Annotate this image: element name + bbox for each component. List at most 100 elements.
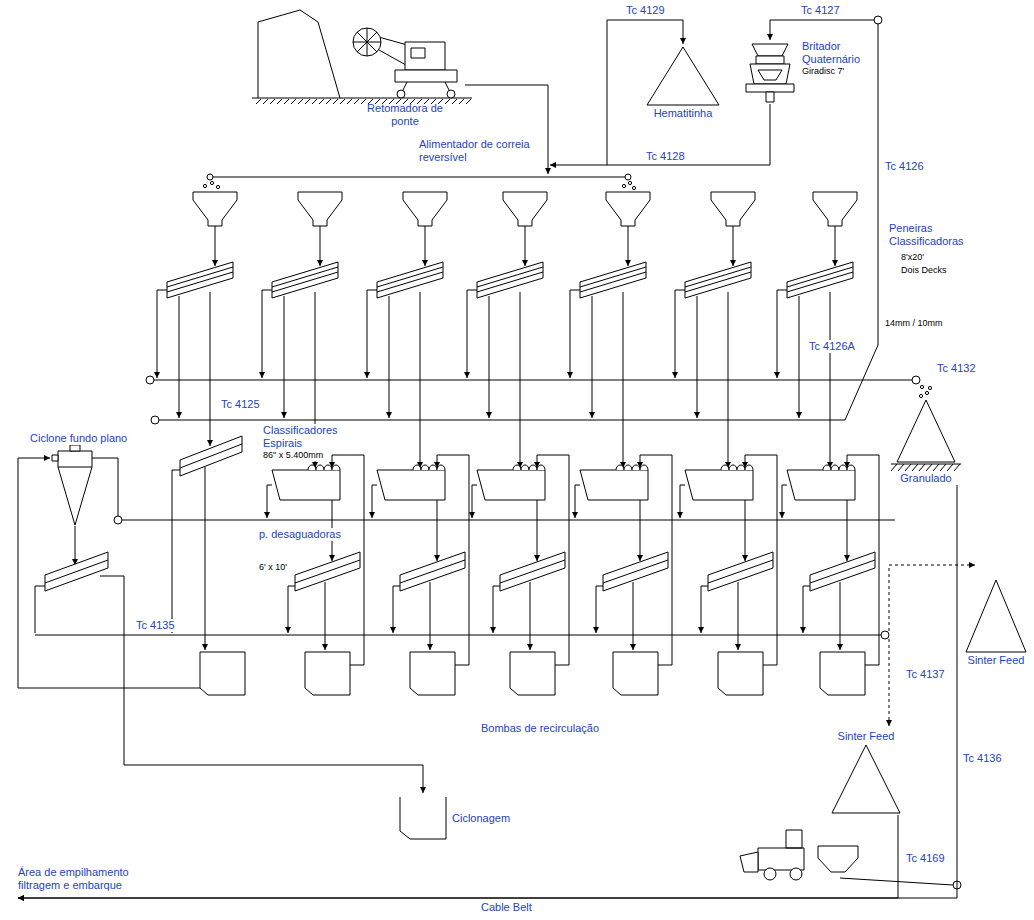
spiral-coil bbox=[737, 465, 745, 470]
arrow-head bbox=[630, 644, 636, 650]
ground-hatch bbox=[354, 99, 359, 104]
ground-hatch bbox=[459, 99, 464, 104]
node-text-group: Sinter Feed bbox=[838, 730, 895, 743]
spiral-coil bbox=[437, 465, 445, 470]
arrow-head bbox=[259, 372, 265, 378]
flow-line bbox=[272, 267, 338, 287]
conveyor-connector bbox=[18, 485, 957, 901]
flow-line bbox=[675, 290, 685, 378]
tank-shape-holder bbox=[398, 795, 448, 841]
flow-line bbox=[325, 582, 326, 650]
destination-area: Área de empilhamento filtragem e embarqu… bbox=[18, 866, 140, 902]
ground-hatch bbox=[347, 99, 352, 104]
arrow-head bbox=[281, 412, 287, 418]
flow-line bbox=[284, 296, 285, 418]
stockpile-wall bbox=[258, 10, 340, 98]
flow-line bbox=[210, 177, 628, 178]
equipment-note: 86" x 5.400mm bbox=[262, 450, 324, 461]
cyclone: Ciclone fundo plano bbox=[30, 432, 180, 531]
flow-line bbox=[787, 272, 853, 292]
flow-line bbox=[889, 639, 890, 726]
spiral-classifier bbox=[377, 470, 445, 500]
arrow-head bbox=[832, 260, 838, 266]
spiral-coil bbox=[632, 465, 640, 470]
classifying-screen bbox=[580, 262, 646, 298]
flow-line bbox=[623, 292, 624, 468]
flow-line bbox=[520, 292, 521, 468]
flow-line bbox=[35, 635, 881, 636]
flow-line bbox=[697, 296, 698, 418]
flow-line bbox=[685, 267, 751, 287]
equipment-label: Ciclone fundo plano bbox=[30, 432, 127, 445]
conveyor-tag: Tc 4137 bbox=[905, 668, 946, 681]
ore-particle bbox=[203, 184, 206, 187]
flow-line bbox=[179, 296, 180, 418]
arrow-head bbox=[672, 372, 678, 378]
flow-line bbox=[167, 267, 233, 287]
ground-hatch bbox=[319, 99, 324, 104]
spiral-coil bbox=[529, 465, 537, 470]
stockpile-shape-holder bbox=[828, 743, 904, 815]
arrow-head bbox=[774, 372, 780, 378]
flow-line bbox=[367, 290, 377, 378]
flow-line bbox=[799, 296, 800, 418]
flow-line bbox=[530, 582, 531, 650]
flow-line bbox=[377, 267, 443, 287]
dewatering-screen bbox=[180, 436, 242, 476]
flow-line bbox=[708, 560, 773, 583]
arrow-head bbox=[796, 412, 802, 418]
spiral-coil bbox=[640, 465, 648, 470]
spiral-coil bbox=[729, 465, 737, 470]
hopper bbox=[711, 192, 755, 226]
pump-tank bbox=[820, 652, 865, 695]
flow-line bbox=[430, 582, 431, 650]
arrow-head bbox=[844, 555, 850, 561]
equipment-label: Sinter Feed bbox=[838, 730, 895, 743]
equipment-label: Ciclonagem bbox=[452, 812, 510, 825]
node-text-group: Retomadora de ponte bbox=[365, 102, 445, 128]
ore-particle bbox=[622, 184, 625, 187]
spiral-coil bbox=[332, 465, 340, 470]
arrow-head bbox=[837, 644, 843, 650]
arrow-head bbox=[18, 895, 24, 901]
flow-line bbox=[570, 290, 580, 378]
node-text-group: Granulado bbox=[900, 472, 951, 485]
hopper bbox=[503, 192, 547, 226]
arrow-head bbox=[742, 555, 748, 561]
equipment-note: Alimentador de correia reversível bbox=[418, 138, 540, 164]
flow-line bbox=[437, 500, 438, 561]
arrow-head bbox=[800, 627, 806, 633]
flow-line bbox=[393, 586, 400, 633]
equipment-label: Granulado bbox=[900, 472, 951, 485]
stockpile-shape-holder bbox=[891, 398, 961, 472]
stockpile: Granulado bbox=[891, 398, 961, 485]
spiral-coil bbox=[316, 465, 324, 470]
arrow-head bbox=[486, 412, 492, 418]
ground-hatch bbox=[305, 99, 310, 104]
flow-line bbox=[400, 560, 465, 583]
spiral-classifier bbox=[685, 470, 753, 500]
arrow-head bbox=[735, 644, 741, 650]
arrow-head bbox=[680, 38, 686, 44]
classifying-screen bbox=[685, 262, 751, 298]
stockpile: Sinter Feed bbox=[962, 578, 1030, 667]
conveyor-line bbox=[18, 815, 898, 898]
cyclone-shape-holder bbox=[30, 445, 180, 531]
junction bbox=[207, 174, 213, 180]
flow-line bbox=[477, 272, 543, 292]
hopper bbox=[403, 192, 447, 226]
ground-hatch bbox=[256, 99, 261, 104]
arrow-head bbox=[527, 644, 533, 650]
dewatering-screen bbox=[400, 552, 465, 591]
hopper bbox=[298, 192, 342, 226]
ore-particle bbox=[919, 394, 922, 397]
arrow-head bbox=[427, 644, 433, 650]
ground-hatch bbox=[291, 99, 296, 104]
stockpile-shape bbox=[828, 743, 904, 815]
stockpile: Sinter Feed bbox=[828, 730, 904, 815]
flow-line bbox=[701, 586, 708, 633]
flow-line bbox=[172, 470, 180, 633]
junction bbox=[912, 376, 920, 384]
stockpile-shape bbox=[891, 398, 961, 472]
